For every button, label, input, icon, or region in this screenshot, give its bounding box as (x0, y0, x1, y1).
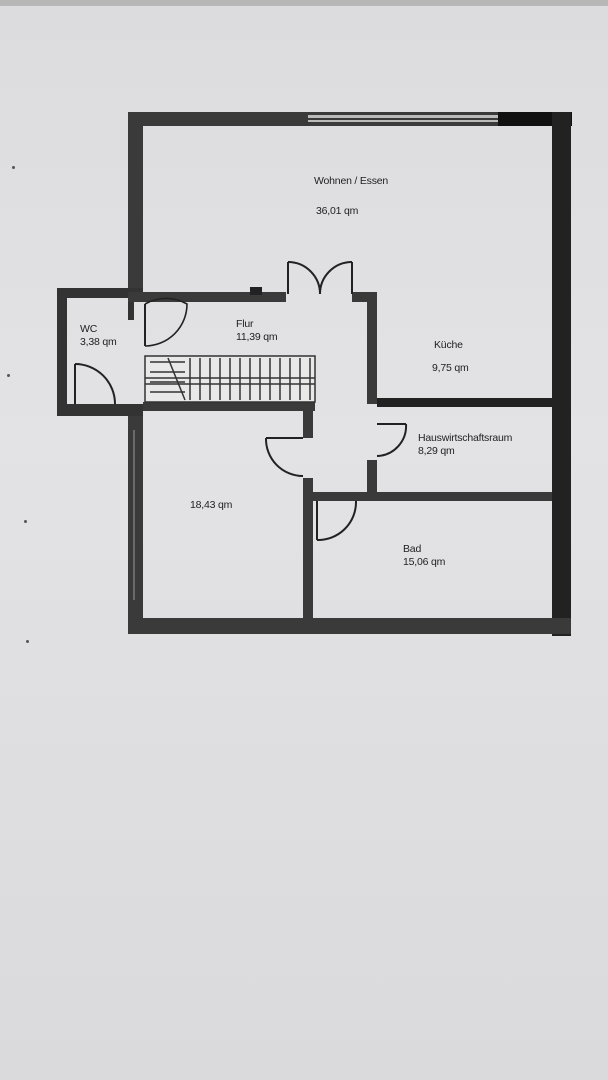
room-area: 18,43 qm (190, 499, 233, 511)
room-area-wohnen: 36,01 qm (316, 205, 358, 218)
room-label-wc: WC 3,38 qm (80, 323, 117, 349)
room-area: 15,06 qm (403, 556, 446, 568)
paper-speck (12, 166, 15, 169)
room-label-wohnen: Wohnen / Essen (314, 175, 388, 188)
room-name: Küche (434, 339, 463, 351)
room-area: 11,39 qm (236, 331, 278, 343)
room-name: Hauswirtschaftsraum (418, 432, 513, 444)
doors (74, 261, 408, 542)
room-name: Bad (403, 543, 422, 555)
room-area: 9,75 qm (432, 362, 469, 374)
room-label-hwr: Hauswirtschaftsraum 8,29 qm (418, 432, 512, 458)
room-area: 3,38 qm (80, 336, 117, 348)
paper-speck (26, 640, 29, 643)
room-label-flur: Flur 11,39 qm (236, 318, 278, 344)
room-label-bad: Bad 15,06 qm (403, 543, 445, 569)
room-name: Flur (236, 318, 254, 330)
room-label-zimmer: 18,43 qm (190, 499, 232, 512)
room-area: 36,01 qm (316, 205, 359, 217)
paper-speck (24, 520, 27, 523)
wc-walls (57, 288, 143, 416)
room-name: Wohnen / Essen (314, 175, 389, 187)
interior-walls (128, 287, 552, 620)
room-area-kueche: 9,75 qm (432, 362, 469, 375)
staircase (144, 355, 316, 403)
room-name: WC (80, 323, 98, 335)
outer-walls (128, 112, 572, 636)
room-label-kueche: Küche (434, 339, 463, 352)
room-area: 8,29 qm (418, 445, 455, 457)
paper-speck (7, 374, 10, 377)
